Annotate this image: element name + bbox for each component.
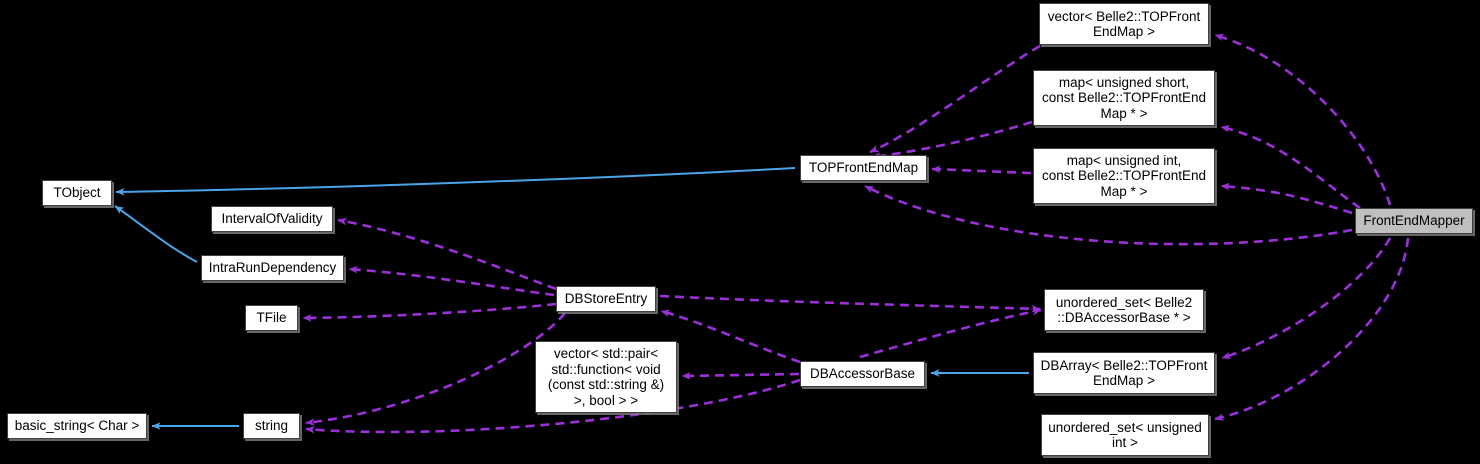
node-label-intrarun: IntraRunDependency xyxy=(208,260,337,276)
node-intrarun[interactable]: IntraRunDependency xyxy=(201,255,344,281)
node-dbarrayfem[interactable]: DBArray< Belle2::TOPFront EndMap > xyxy=(1033,352,1215,394)
node-label-tfile: TFile xyxy=(256,310,287,326)
edge-frontendmapper-to-mapushort xyxy=(1220,125,1361,210)
node-label-basicstring: basic_string< Char > xyxy=(14,418,140,434)
node-label-vectorfem: vector< Belle2::TOPFront EndMap > xyxy=(1047,8,1201,40)
node-dbstoreentry[interactable]: DBStoreEntry xyxy=(556,286,656,312)
edge-frontendmapper-to-mapuint xyxy=(1220,182,1353,215)
edge-mapushort-to-topfrontendmap xyxy=(871,120,1033,160)
node-label-usetdbacc: unordered_set< Belle2 ::DBAccessorBase *… xyxy=(1055,294,1193,326)
edge-dbaccessorbase-to-dbstoreentry xyxy=(660,309,801,364)
edge-dbaccessorbase-to-vectorpair xyxy=(681,372,800,380)
node-label-usetuint: unordered_set< unsigned int > xyxy=(1048,419,1202,451)
node-usetuint[interactable]: unordered_set< unsigned int > xyxy=(1041,414,1209,456)
node-label-mapushort: map< unsigned short, const Belle2::TOPFr… xyxy=(1041,74,1207,121)
node-mapuint[interactable]: map< unsigned int, const Belle2::TOPFron… xyxy=(1033,148,1215,204)
node-label-dbarrayfem: DBArray< Belle2::TOPFront EndMap > xyxy=(1040,357,1208,389)
node-topfrontendmap[interactable]: TOPFrontEndMap xyxy=(800,155,927,181)
edge-dbaccessorbase-to-usetdbacc xyxy=(859,307,1042,359)
edge-dbstoreentry-to-intrarun xyxy=(348,265,555,297)
edge-dbstoreentry-to-tfile xyxy=(302,302,557,322)
edge-frontendmapper-to-dbarrayfem xyxy=(1221,237,1392,360)
node-frontendmapper[interactable]: FrontEndMapper xyxy=(1355,208,1473,234)
edge-dbstoreentry-to-usetdbacc xyxy=(659,294,1041,313)
node-label-topfrontendmap: TOPFrontEndMap xyxy=(808,160,919,176)
node-interval[interactable]: IntervalOfValidity xyxy=(211,206,333,232)
node-label-tobject: TObject xyxy=(53,185,101,201)
node-label-vectorpair: vector< std::pair< std::function< void (… xyxy=(547,346,665,408)
edge-mapuint-to-topfrontendmap xyxy=(931,165,1032,175)
edge-topfrontendmap-to-tobject xyxy=(115,167,796,196)
node-tobject[interactable]: TObject xyxy=(42,180,112,206)
node-label-frontendmapper: FrontEndMapper xyxy=(1363,213,1465,229)
edge-intrarun-to-tobject xyxy=(114,205,198,263)
node-tfile[interactable]: TFile xyxy=(245,305,298,331)
edge-vectorfem-to-topfrontendmap xyxy=(869,44,1041,154)
node-basicstring[interactable]: basic_string< Char > xyxy=(7,413,147,439)
node-label-dbaccessorbase: DBAccessorBase xyxy=(809,366,916,382)
edge-frontendmapper-to-usetuint xyxy=(1214,237,1410,421)
node-usetdbacc[interactable]: unordered_set< Belle2 ::DBAccessorBase *… xyxy=(1044,289,1204,331)
edge-dbstoreentry-to-interval xyxy=(337,217,557,291)
edge-frontendmapper-to-vectorfem xyxy=(1214,33,1392,206)
node-label-mapuint: map< unsigned int, const Belle2::TOPFron… xyxy=(1041,152,1207,199)
node-label-string: string xyxy=(254,418,288,434)
node-label-interval: IntervalOfValidity xyxy=(221,211,323,227)
node-vectorpair[interactable]: vector< std::pair< std::function< void (… xyxy=(535,341,677,413)
node-string[interactable]: string xyxy=(243,413,300,439)
node-vectorfem[interactable]: vector< Belle2::TOPFront EndMap > xyxy=(1039,3,1209,45)
node-dbaccessorbase[interactable]: DBAccessorBase xyxy=(800,361,925,387)
node-label-dbstoreentry: DBStoreEntry xyxy=(564,291,648,307)
node-mapushort[interactable]: map< unsigned short, const Belle2::TOPFr… xyxy=(1033,70,1215,126)
edge-dbstoreentry-to-string xyxy=(305,312,566,426)
